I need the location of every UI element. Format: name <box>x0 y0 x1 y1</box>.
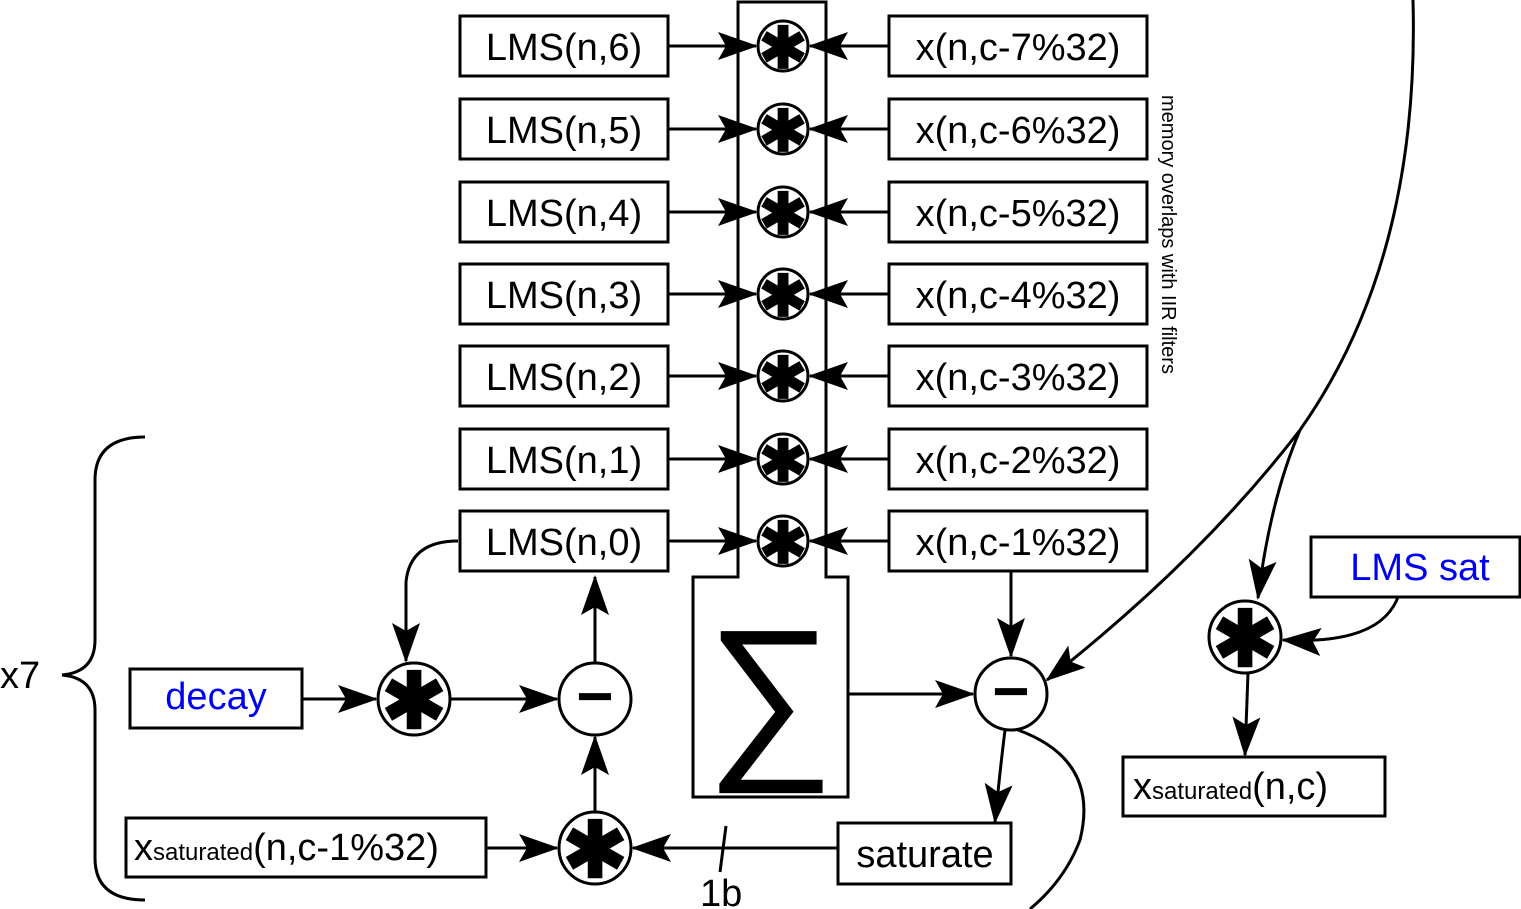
lms-tap-label: LMS(n,6) <box>486 27 642 69</box>
decay-box <box>128 667 304 730</box>
decay-multiply-symbol: ✱ <box>381 657 446 745</box>
x-tap-box <box>887 97 1149 161</box>
memory-column-outline <box>691 0 850 799</box>
lms-tap-label: LMS(n,4) <box>486 193 642 235</box>
x-saturated-prev-base: x <box>134 827 153 869</box>
tap-multiply-symbol: ✱ <box>759 182 808 247</box>
lms-tap-box <box>458 180 670 244</box>
error-multiply-symbol: ✱ <box>562 806 627 894</box>
sum-symbol: ∑ <box>706 593 834 794</box>
x-saturated-prev-args: (n,c-1%32) <box>253 827 439 869</box>
x-saturated-prev-sub: saturated <box>153 839 253 866</box>
lms-tap-box <box>458 509 670 573</box>
x-tap-label: x(n,c-4%32) <box>916 275 1121 317</box>
x-saturated-out-sub: saturated <box>1152 778 1252 805</box>
x-tap-label: x(n,c-5%32) <box>916 193 1121 235</box>
lms-sat-label: LMS sat <box>1350 547 1490 589</box>
x-saturated-out-base: x <box>1133 766 1152 808</box>
connections <box>302 0 1415 909</box>
tap-multiply-symbol: ✱ <box>759 264 808 329</box>
output-subtract-node <box>973 656 1049 732</box>
lms-tap-box <box>458 427 670 491</box>
tap-multiply-symbol: ✱ <box>759 429 808 494</box>
tap-multiply-symbol: ✱ <box>759 346 808 411</box>
lms-tap-label: LMS(n,3) <box>486 275 642 317</box>
decay-label: decay <box>165 676 266 718</box>
x-saturated-out-args: (n,c) <box>1252 766 1328 808</box>
bus-width-label: 1b <box>700 873 742 909</box>
saturate-box <box>836 821 1013 886</box>
output-subtract-symbol: − <box>992 655 1029 727</box>
bus-width-tick <box>718 825 728 873</box>
x-saturated-out-box <box>1121 755 1387 818</box>
lms-tap-box <box>458 262 670 326</box>
x-tap-box <box>887 180 1149 244</box>
x-saturated-out-label: xsaturated(n,c) <box>1133 766 1328 808</box>
repeat-count: x7 <box>0 655 40 697</box>
lms-tap-label: LMS(n,1) <box>486 440 642 482</box>
lms-tap-label: LMS(n,2) <box>486 357 642 399</box>
update-subtract-symbol: − <box>576 660 613 732</box>
tap-multiply-symbol: ✱ <box>759 99 808 164</box>
lms-tap-label: LMS(n,0) <box>486 522 642 564</box>
sat-multiply-symbol: ✱ <box>1212 595 1277 683</box>
lms-tap-box <box>458 344 670 408</box>
tap-multiply-symbol: ✱ <box>759 16 808 81</box>
lms-sat-box <box>1309 535 1521 599</box>
x-saturated-prev-box <box>124 816 488 879</box>
memory-note: memory overlaps with IIR filters <box>1157 95 1179 374</box>
x-tap-label: x(n,c-6%32) <box>916 110 1121 152</box>
x-saturated-prev-label: xsaturated(n,c-1%32) <box>134 827 439 869</box>
lms-tap-label: LMS(n,5) <box>486 110 642 152</box>
x-tap-label: x(n,c-3%32) <box>916 357 1121 399</box>
x-tap-label: x(n,c-7%32) <box>916 27 1121 69</box>
x-tap-label: x(n,c-1%32) <box>916 522 1121 564</box>
x-tap-label: x(n,c-2%32) <box>916 440 1121 482</box>
saturate-label: saturate <box>856 834 993 876</box>
tap-multiply-symbol: ✱ <box>759 511 808 576</box>
sat-multiply-node <box>1207 599 1283 675</box>
repeat-brace <box>61 435 146 902</box>
tap-rows: LMS(n,6) x(n,c-7%32) ✱ LMS(n,5) x(n,c-6%32) ✱… <box>458 14 1149 576</box>
